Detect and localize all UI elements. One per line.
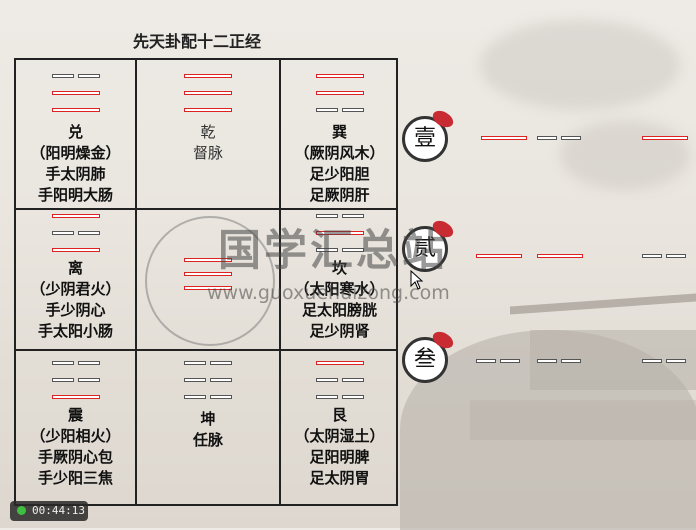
cell-text: 乾 督脉 bbox=[137, 122, 279, 164]
cell-text: 巽 （厥阴风木） 足少阳胆 足厥阴肝 bbox=[281, 122, 398, 206]
meridian-label: 足少阳胆 bbox=[309, 165, 370, 183]
cell-kan: 坎 （太阳寒水） 足太阳膀胱 足少阴肾 bbox=[281, 210, 398, 351]
meridian-label: 督脉 bbox=[192, 144, 223, 162]
trigram-gen bbox=[315, 361, 364, 412]
meridian-label: 手厥阴心包 bbox=[37, 448, 113, 466]
trigram-qian bbox=[184, 74, 232, 125]
cell-qian: 乾 督脉 bbox=[137, 60, 281, 210]
element-label: （少阳相火） bbox=[30, 427, 121, 445]
element-label: （少阴君火） bbox=[30, 280, 121, 298]
trigram-name: 震 bbox=[67, 406, 83, 424]
cursor-icon bbox=[410, 270, 424, 290]
cell-text: 兑 （阳明燥金） 手太阴肺 手阳明大肠 bbox=[16, 122, 135, 206]
yin-line bbox=[537, 136, 581, 140]
trigram-center bbox=[184, 258, 232, 303]
yin-line bbox=[476, 359, 520, 363]
yang-line bbox=[642, 136, 688, 140]
recording-indicator-icon bbox=[17, 506, 26, 515]
trigram-xun bbox=[315, 74, 364, 125]
bagua-table: 兑 （阳明燥金） 手太阴肺 手阳明大肠 乾 督脉 巽 （厥阴风木） 足少阳胆 bbox=[14, 58, 398, 506]
trigram-zhen bbox=[51, 361, 100, 412]
trigram-name: 艮 bbox=[331, 406, 347, 424]
cell-li: 离 （少阴君火） 手少阴心 手太阳小肠 bbox=[16, 210, 137, 351]
cell-dui: 兑 （阳明燥金） 手太阴肺 手阳明大肠 bbox=[16, 60, 137, 210]
element-label: （太阴湿土） bbox=[294, 427, 385, 445]
wall-decoration bbox=[470, 400, 696, 440]
cell-xun: 巽 （厥阴风木） 足少阳胆 足厥阴肝 bbox=[281, 60, 398, 210]
yin-line bbox=[642, 254, 686, 258]
element-label: （太阳寒水） bbox=[294, 280, 385, 298]
page-title: 先天卦配十二正经 bbox=[133, 32, 262, 51]
meridian-label: 手少阴心 bbox=[45, 301, 106, 319]
meridian-label: 足少阴肾 bbox=[309, 322, 370, 340]
meridian-label: 手阳明大肠 bbox=[37, 186, 113, 204]
cloud-decoration bbox=[480, 20, 680, 110]
cell-text: 坤 任脉 bbox=[137, 409, 279, 451]
meridian-label: 任脉 bbox=[192, 431, 223, 449]
meridian-label: 足太阴胃 bbox=[309, 469, 370, 487]
meridian-label: 手少阳三焦 bbox=[37, 469, 113, 487]
trigram-name: 坤 bbox=[200, 410, 216, 428]
meridian-label: 足太阳膀胱 bbox=[301, 301, 377, 319]
meridian-label: 足阳明脾 bbox=[309, 448, 370, 466]
element-label: （阳明燥金） bbox=[30, 144, 121, 162]
trigram-li bbox=[51, 214, 100, 265]
trigram-name: 乾 bbox=[200, 123, 216, 141]
yin-line bbox=[537, 359, 581, 363]
meridian-label: 手太阳小肠 bbox=[37, 322, 113, 340]
yang-line bbox=[537, 254, 583, 258]
meridian-label: 足厥阴肝 bbox=[309, 186, 370, 204]
cell-text: 震 （少阳相火） 手厥阴心包 手少阳三焦 bbox=[16, 405, 135, 489]
watermark-url: www.guoxuehuizong.com bbox=[207, 282, 450, 304]
trigram-kan bbox=[315, 214, 364, 265]
trigram-kun bbox=[184, 361, 232, 412]
trigram-name: 巽 bbox=[331, 123, 347, 141]
meridian-label: 手太阴肺 bbox=[45, 165, 106, 183]
cell-text: 坎 （太阳寒水） 足太阳膀胱 足少阴肾 bbox=[281, 258, 398, 342]
roof-decoration bbox=[510, 293, 696, 315]
cell-zhen: 震 （少阳相火） 手厥阴心包 手少阳三焦 bbox=[16, 351, 137, 504]
trigram-dui bbox=[51, 74, 100, 125]
timer-text: 00:44:13 bbox=[32, 504, 85, 517]
taiji-icon bbox=[145, 216, 275, 346]
trigram-name: 兑 bbox=[67, 123, 83, 141]
element-label: （厥阴风木） bbox=[294, 144, 385, 162]
yang-line bbox=[476, 254, 522, 258]
trigram-name: 坎 bbox=[331, 259, 347, 277]
cell-text: 艮 （太阴湿土） 足阳明脾 足太阴胃 bbox=[281, 405, 398, 489]
playback-timer[interactable]: 00:44:13 bbox=[10, 501, 88, 521]
yang-line bbox=[481, 136, 527, 140]
cell-kun: 坤 任脉 bbox=[137, 351, 281, 504]
trigram-name: 离 bbox=[67, 259, 83, 277]
cell-gen: 艮 （太阴湿土） 足阳明脾 足太阴胃 bbox=[281, 351, 398, 504]
cell-text: 离 （少阴君火） 手少阴心 手太阳小肠 bbox=[16, 258, 135, 342]
cloud-decoration bbox=[560, 120, 690, 190]
cell-center bbox=[137, 210, 281, 351]
watermark-text: 国学汇总站 bbox=[218, 226, 448, 276]
yin-line bbox=[642, 359, 686, 363]
